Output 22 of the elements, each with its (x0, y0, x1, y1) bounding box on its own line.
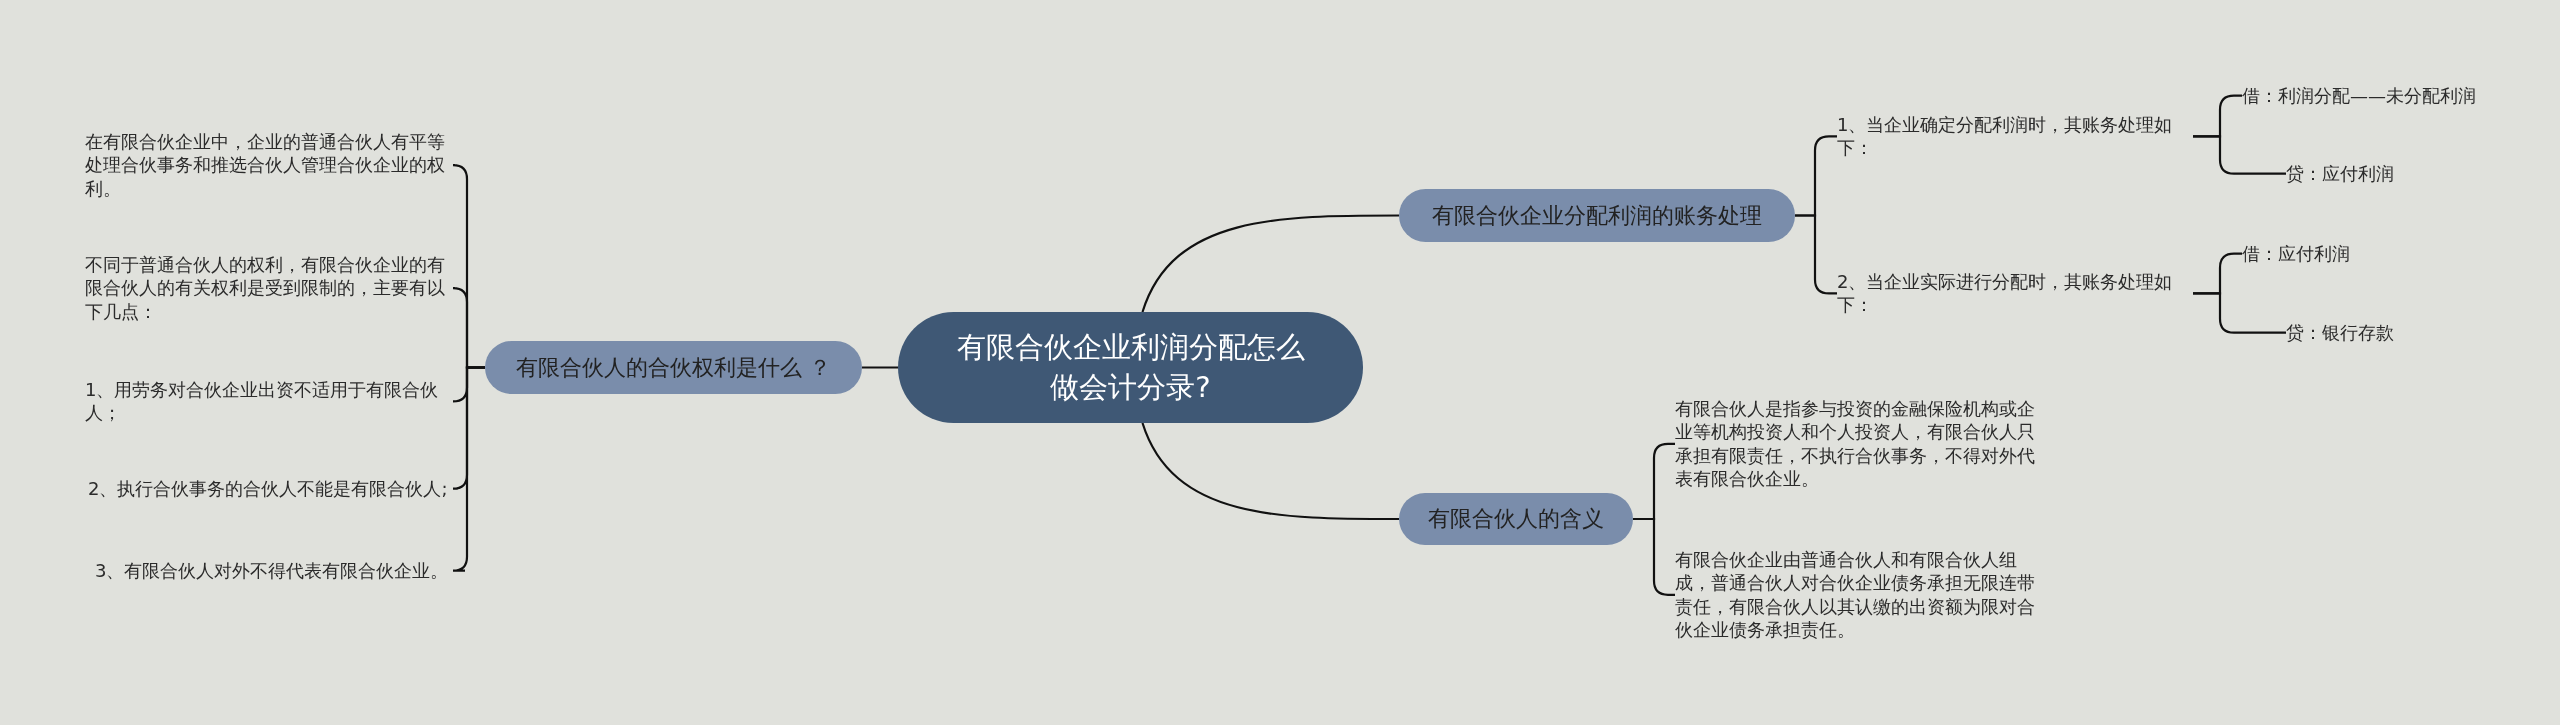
text-note: 3、有限合伙人对外不得代表有限合伙企业。 (95, 559, 465, 583)
text-note: 贷：应付利润 (2286, 162, 2486, 186)
text-note: 借：利润分配——未分配利润 (2242, 84, 2522, 108)
text-note: 贷：银行存款 (2286, 321, 2486, 345)
text-note: 有限合伙人是指参与投资的金融保险机构或企业等机构投资人和个人投资人，有限合伙人只承担有限责任，不执行合伙事务，不得对外代表有限合伙企业。 (1675, 397, 2039, 491)
text-note: 2、当企业实际进行分配时，其账务处理如下： (1837, 270, 2193, 317)
topic-pill: 有限合伙人的合伙权利是什么 ？ (485, 341, 862, 394)
central-topic: 有限合伙企业利润分配怎么做会计分录? (898, 312, 1363, 423)
text-note: 2、执行合伙事务的合伙人不能是有限合伙人; (88, 477, 458, 501)
text-note: 1、用劳务对合伙企业出资不适用于有限合伙人； (85, 378, 455, 425)
connector-line (1141, 214, 1399, 313)
topic-pill: 有限合伙企业分配利润的账务处理 (1399, 189, 1795, 242)
connector-line (2193, 135, 2286, 175)
connector-line (1141, 422, 1399, 521)
text-note: 不同于普通合伙人的权利，有限合伙企业的有限合伙人的有关权利是受到限制的，主要有以下几点： (85, 253, 455, 324)
topic-pill: 有限合伙人的含义 (1399, 493, 1633, 545)
text-note: 1、当企业确定分配利润时，其账务处理如下： (1837, 113, 2193, 160)
connector-line (862, 366, 898, 369)
connector-line (2193, 292, 2286, 334)
text-note: 在有限合伙企业中，企业的普通合伙人有平等处理合伙事务和推选合伙人管理合伙企业的权利。 (85, 130, 455, 201)
text-note: 借：应付利润 (2242, 242, 2442, 266)
text-note: 有限合伙企业由普通合伙人和有限合伙人组成，普通合伙人对合伙企业债务承担无限连带责任，有限合伙人以其认缴的出资额为限对合伙企业债务承担责任。 (1675, 548, 2039, 642)
